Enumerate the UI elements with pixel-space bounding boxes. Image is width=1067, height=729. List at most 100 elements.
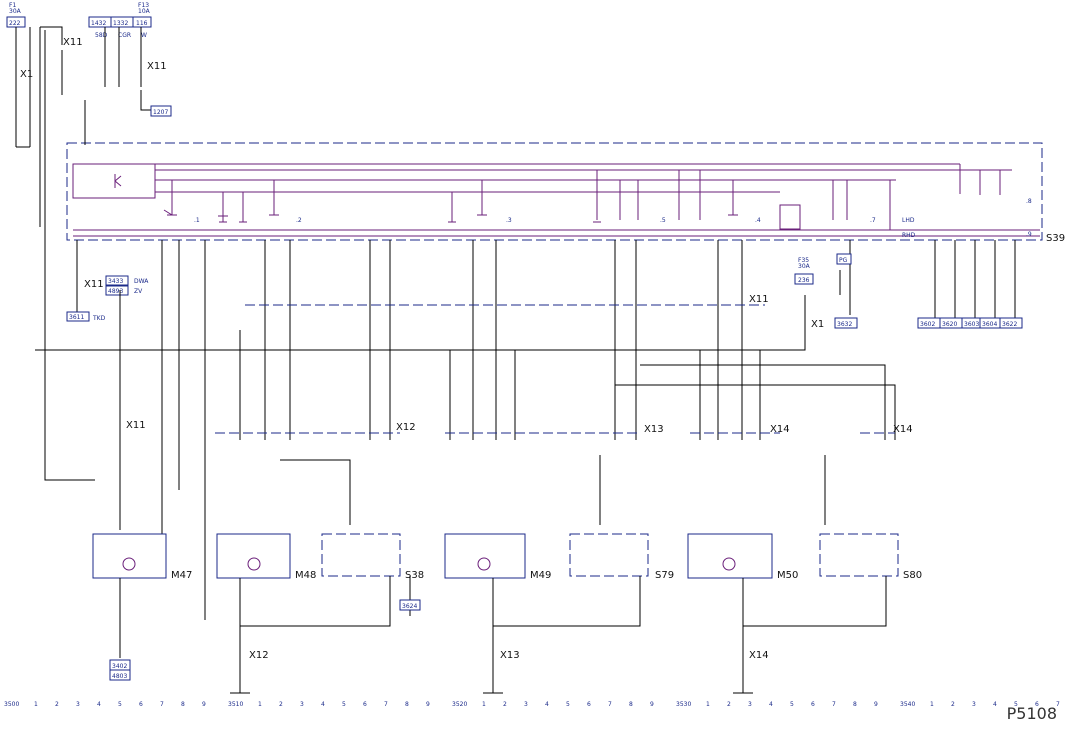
svg-text:3622: 3622 xyxy=(1002,321,1017,328)
scale-section: 3500 xyxy=(4,701,19,708)
lhd-note: LHD xyxy=(902,217,915,224)
motor-m47: M47 xyxy=(92,533,192,581)
svg-text:222: 222 xyxy=(9,20,21,27)
svg-text:F13: F13 xyxy=(138,2,149,9)
scale-digit: 5 xyxy=(790,701,794,708)
scale-digit: 9 xyxy=(650,701,654,708)
svg-text:10A: 10A xyxy=(138,8,151,15)
svg-text:M49: M49 xyxy=(530,570,551,581)
svg-text:X12: X12 xyxy=(396,422,416,433)
svg-text:3611: 3611 xyxy=(69,314,84,321)
svg-text:1207: 1207 xyxy=(153,109,168,116)
scale-section: 3540 xyxy=(900,701,915,708)
svg-text:3433: 3433 xyxy=(108,278,123,285)
scale-digit: 5 xyxy=(1014,701,1018,708)
switch-s79 xyxy=(569,533,649,577)
scale-digit: 5 xyxy=(342,701,346,708)
scale-digit: 2 xyxy=(55,701,59,708)
scale-digit: 7 xyxy=(608,701,612,708)
svg-text:X1: X1 xyxy=(20,69,33,80)
svg-text:30A: 30A xyxy=(798,263,811,270)
svg-text:M48: M48 xyxy=(295,570,316,581)
svg-text:S38: S38 xyxy=(405,570,424,581)
svg-text:.8: .8 xyxy=(1026,198,1032,205)
svg-text:M47: M47 xyxy=(171,570,192,581)
scale-digit: 1 xyxy=(34,701,38,708)
svg-text:.2: .2 xyxy=(296,217,302,224)
scale-digit: 3 xyxy=(76,701,80,708)
scale-digit: 3 xyxy=(972,701,976,708)
svg-text:X11: X11 xyxy=(84,279,104,290)
scale-digit: 4 xyxy=(993,701,997,708)
svg-text:X11: X11 xyxy=(749,294,769,305)
svg-text:4803: 4803 xyxy=(112,673,127,680)
svg-text:.1: .1 xyxy=(194,217,200,224)
svg-text:4893: 4893 xyxy=(108,288,123,295)
diagram-reference: P5108 xyxy=(1006,704,1057,723)
scale-digit: 5 xyxy=(566,701,570,708)
scale-section: 3520 xyxy=(452,701,467,708)
scale-digit: 6 xyxy=(139,701,143,708)
svg-text:1432: 1432 xyxy=(91,20,106,27)
scale-digit: 1 xyxy=(706,701,710,708)
rhd-note: RHD xyxy=(902,232,916,239)
svg-text:116: 116 xyxy=(136,20,148,27)
svg-text:X11: X11 xyxy=(147,61,167,72)
svg-text:X11: X11 xyxy=(63,37,83,48)
scale-digit: 7 xyxy=(384,701,388,708)
scale-digit: 9 xyxy=(202,701,206,708)
svg-text:ZV: ZV xyxy=(134,288,143,295)
svg-text:PG: PG xyxy=(839,257,848,264)
scale-digit: 6 xyxy=(363,701,367,708)
scale-digit: 2 xyxy=(503,701,507,708)
scale-digit: 6 xyxy=(587,701,591,708)
scale-digit: 7 xyxy=(832,701,836,708)
svg-text:236: 236 xyxy=(798,277,810,284)
svg-text:3602: 3602 xyxy=(920,321,935,328)
svg-text:S80: S80 xyxy=(903,570,922,581)
svg-text:3604: 3604 xyxy=(982,321,997,328)
svg-text:X13: X13 xyxy=(500,650,520,661)
svg-text:X11: X11 xyxy=(126,420,146,431)
scale-digit: 4 xyxy=(321,701,325,708)
svg-text:CGR: CGR xyxy=(118,32,131,39)
svg-text:S79: S79 xyxy=(655,570,674,581)
scale-digit: 9 xyxy=(874,701,878,708)
svg-text:M50: M50 xyxy=(777,570,798,581)
scale-digit: 6 xyxy=(1035,701,1039,708)
svg-text:30A: 30A xyxy=(9,8,22,15)
svg-text:.4: .4 xyxy=(755,217,761,224)
scale-digit: 5 xyxy=(118,701,122,708)
scale-digit: 2 xyxy=(951,701,955,708)
svg-text:58D: 58D xyxy=(95,32,108,39)
s39-frame xyxy=(66,142,1043,241)
motor-m49: M49 xyxy=(444,533,551,581)
motor-m50: M50 xyxy=(687,533,798,581)
svg-text:X14: X14 xyxy=(893,424,913,435)
s39-label: S39 xyxy=(1046,233,1065,244)
scale-digit: 3 xyxy=(300,701,304,708)
scale-digit: 2 xyxy=(727,701,731,708)
svg-text:3632: 3632 xyxy=(837,321,852,328)
scale-digit: 3 xyxy=(748,701,752,708)
svg-text:3603: 3603 xyxy=(964,321,979,328)
scale-digit: 1 xyxy=(930,701,934,708)
control-unit-block xyxy=(72,163,156,199)
svg-text:X14: X14 xyxy=(749,650,769,661)
svg-text:F1: F1 xyxy=(9,2,16,9)
scale-digit: 8 xyxy=(181,701,185,708)
svg-text:1332: 1332 xyxy=(113,20,128,27)
agp-boxes: 3602 3620 3603 3604 3622 xyxy=(917,240,1023,329)
scale-digit: 4 xyxy=(545,701,549,708)
svg-text:TKD: TKD xyxy=(92,315,106,322)
svg-text:3620: 3620 xyxy=(942,321,957,328)
scale-section: 3510 xyxy=(228,701,243,708)
scale-digit: 1 xyxy=(258,701,262,708)
scale-digit: 2 xyxy=(279,701,283,708)
svg-text:.3: .3 xyxy=(506,217,512,224)
svg-text:X13: X13 xyxy=(644,424,664,435)
scale-digit: 3 xyxy=(524,701,528,708)
svg-text:X14: X14 xyxy=(770,424,790,435)
